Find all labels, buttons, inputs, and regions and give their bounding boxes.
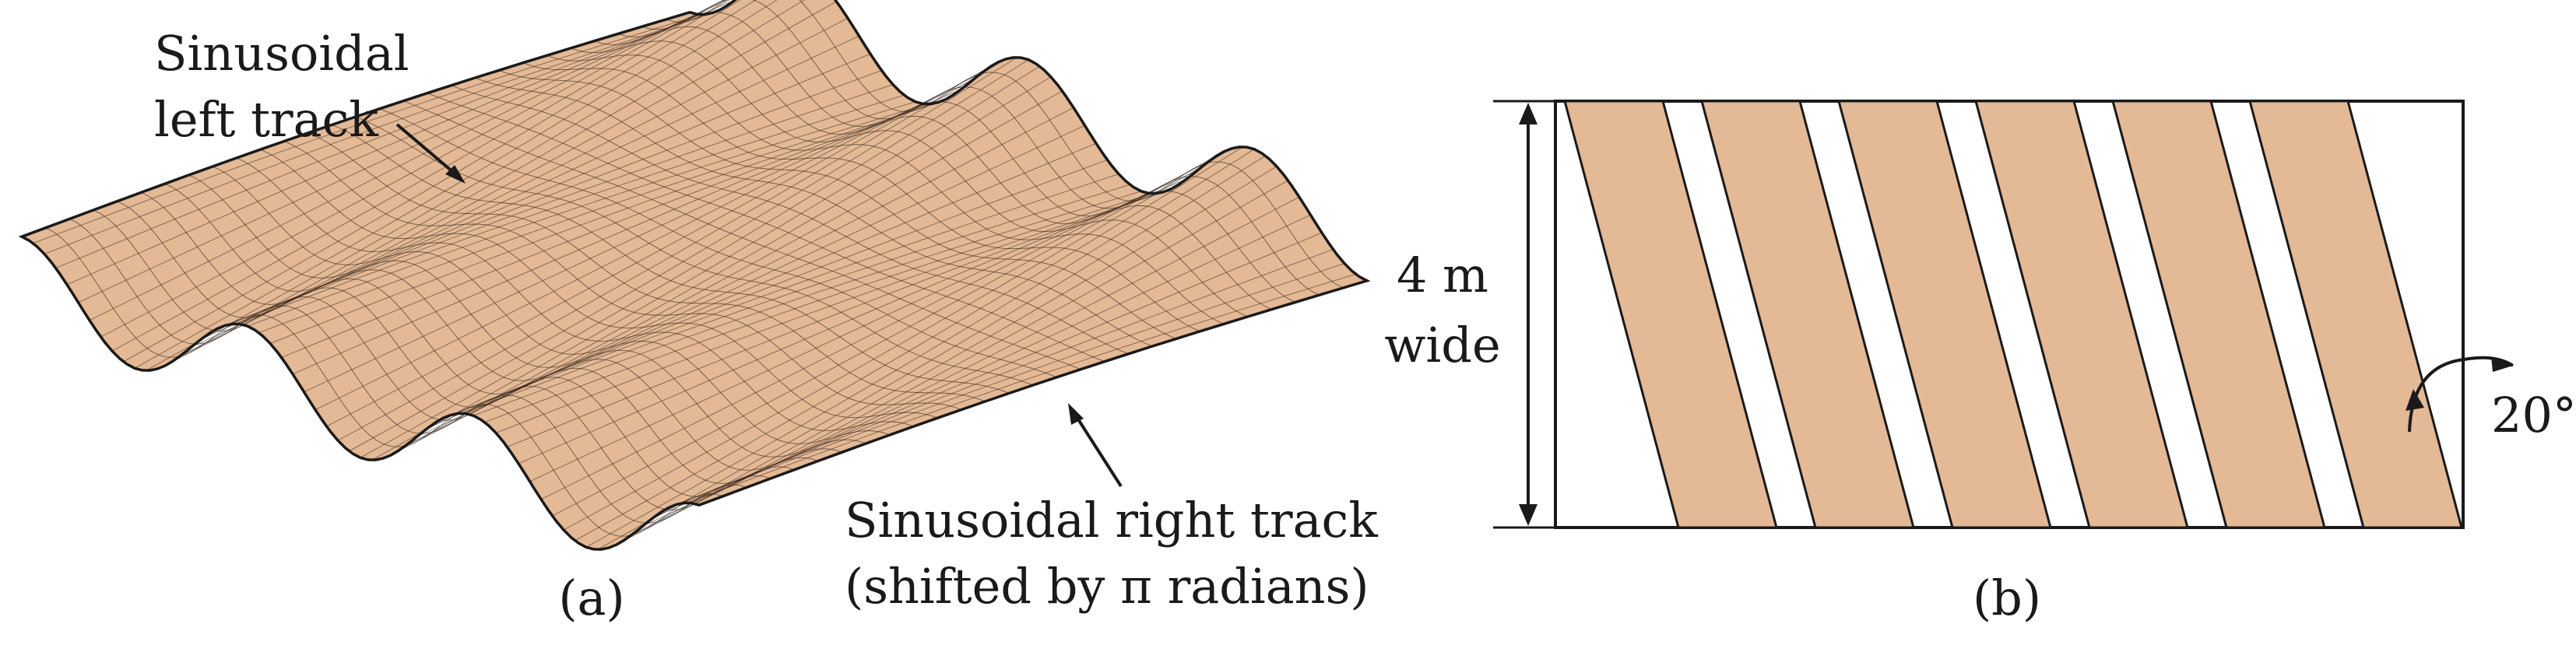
surface-fill — [22, 0, 1367, 550]
surface-outline — [18, 0, 1371, 551]
width-label-line1: 4 m — [1397, 247, 1488, 303]
right-track-label-line1: Sinusoidal right track — [845, 492, 1378, 549]
mesh-line-cross — [66, 0, 736, 286]
mesh-line-cross — [247, 101, 916, 327]
angle-label: 20° — [2491, 387, 2576, 443]
caption-a: (a) — [558, 570, 624, 626]
right-track-label-line2: (shifted by π radians) — [845, 558, 1369, 615]
mesh-line-cross — [224, 84, 894, 326]
mesh-line-cross — [269, 102, 939, 344]
mesh-line-cross — [518, 178, 1187, 464]
mesh-line-cross — [55, 7, 724, 268]
caption-b: (b) — [1973, 570, 2041, 626]
mesh-line-cross — [575, 146, 1243, 542]
left-track-label-line2: left track — [154, 91, 378, 148]
mesh-line-cross — [631, 196, 1300, 536]
mesh-line-cross — [473, 191, 1142, 416]
left-track-arrow — [395, 123, 466, 184]
mesh-line-cross — [292, 89, 961, 375]
mesh-line-cross — [597, 155, 1266, 550]
strip-group — [1563, 100, 2463, 529]
mesh-line-cross — [304, 80, 972, 393]
angle-arrow — [2406, 356, 2514, 433]
mesh-line-cross — [44, 12, 713, 254]
mesh-line-cross — [236, 94, 905, 324]
mesh-line-cross — [258, 103, 927, 334]
mesh-line-cross — [134, 0, 757, 369]
mesh-line-cross — [484, 193, 1153, 423]
mesh-line-cross — [100, 0, 725, 338]
mesh-line-cross — [371, 65, 1040, 461]
mesh-line-cross — [450, 174, 1119, 415]
strip-3 — [1837, 100, 2052, 529]
mesh-line-cross — [179, 17, 849, 357]
width-label-line2: wide — [1384, 317, 1500, 373]
strip-2 — [1700, 100, 1915, 529]
mesh-line-cross — [281, 96, 950, 358]
mesh-line-cross — [439, 159, 1108, 421]
mesh-line-cross — [315, 71, 984, 411]
right-track-arrow — [1068, 403, 1123, 488]
mesh-line-cross — [337, 58, 1007, 441]
mesh-line-cross — [687, 273, 1356, 503]
mesh-line-cross — [213, 70, 882, 331]
strip-5 — [2111, 100, 2326, 529]
panel-a: Sinusoidal left track Sinusoidal right t… — [18, 0, 1378, 626]
mesh-line-cross — [585, 149, 1255, 548]
mesh-line-cross — [146, 0, 778, 371]
mesh-line-cross — [665, 249, 1334, 510]
strip-1 — [1563, 100, 1778, 529]
mesh-line-cross — [89, 0, 725, 321]
strip-4 — [1974, 100, 2189, 529]
mesh-line-cross — [563, 148, 1232, 531]
mesh-line-cross — [540, 160, 1210, 500]
surface-3d — [18, 0, 1371, 551]
mesh-line-cross — [676, 263, 1345, 505]
mesh-line-cross — [326, 64, 995, 427]
mesh-line-cross — [552, 153, 1221, 517]
mesh-line-cross — [78, 0, 729, 303]
mesh-line-cross — [495, 191, 1165, 433]
mesh-line-cross — [405, 107, 1074, 447]
mesh-line-cross — [360, 59, 1029, 458]
mesh-line-cross — [33, 14, 701, 244]
width-dimension-arrow — [1493, 100, 1555, 529]
mesh-line-cross — [349, 57, 1017, 452]
mesh-line-cross — [462, 184, 1130, 414]
mesh-line-cross — [529, 170, 1198, 482]
left-track-label-line1: Sinusoidal — [154, 25, 409, 82]
mesh-line-cross — [507, 186, 1176, 447]
panel-b: 4 m wide 20° (b) — [1384, 100, 2576, 626]
